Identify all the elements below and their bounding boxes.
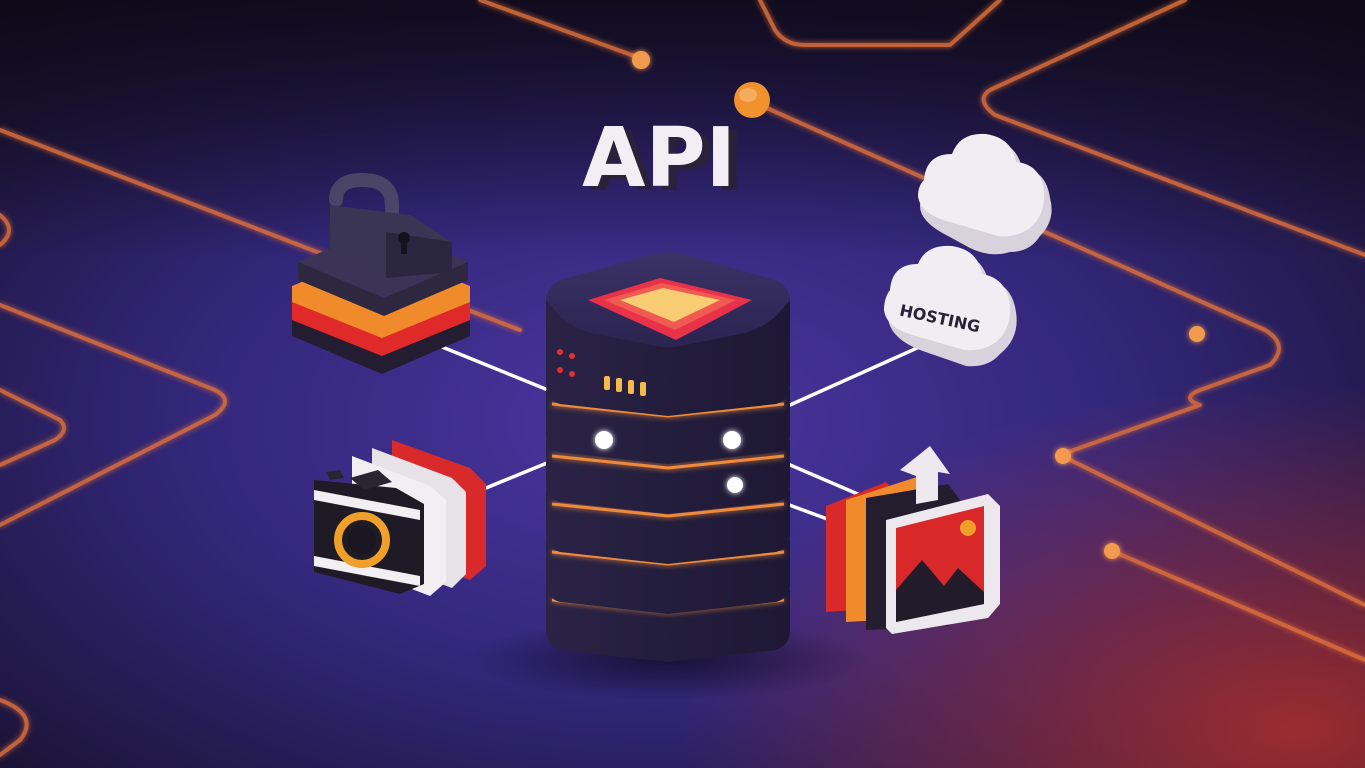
circuit-node (1055, 448, 1071, 464)
circuit-trace (981, 0, 1365, 257)
keyhole-slot (401, 240, 407, 254)
connector-line-lock (423, 338, 550, 392)
circuit-trace (0, 303, 227, 527)
connector-line-hosting (788, 338, 937, 407)
circuit-trace (0, 213, 11, 247)
circuit-trace (0, 388, 66, 467)
circuit-node (1189, 326, 1205, 342)
image-mountains (896, 560, 984, 622)
image-sun (960, 520, 976, 536)
padlock-shackle (329, 172, 399, 229)
circuit-node (1104, 543, 1120, 559)
connector-node (595, 431, 613, 449)
circuit-trace (0, 698, 29, 757)
connector-node (723, 431, 741, 449)
api-title-dot-highlight (739, 88, 757, 102)
camera-top (350, 470, 392, 490)
circuit-node (632, 51, 650, 69)
cloud-face (884, 245, 1011, 351)
cloud-icon (918, 133, 1052, 255)
circuit-trace (758, 103, 1281, 457)
api-title-group: API API (582, 82, 770, 210)
hosting-cloud-icon: HOSTING (884, 245, 1017, 367)
padlock-stack-icon (292, 172, 470, 374)
circuit-trace (1108, 548, 1365, 662)
image-upload-stack-icon (826, 446, 1000, 634)
upload-arrow-icon (900, 446, 950, 504)
circuit-trace (1058, 453, 1365, 607)
camera-lens-inner (348, 526, 376, 554)
camera-lens (334, 512, 390, 568)
camera-stripe (314, 556, 420, 586)
circuit-nodes (632, 51, 1205, 559)
camera-stripe (314, 490, 420, 520)
server-chip-core (620, 288, 720, 322)
api-title-shadow: API (590, 115, 744, 210)
server-top-block (546, 252, 790, 416)
server-tower-icon (546, 252, 790, 662)
api-title: API (582, 111, 736, 206)
camera-stack-icon (314, 440, 486, 596)
circuit-trace (758, 0, 1002, 47)
circuit-trace (478, 0, 642, 60)
cloud-face (918, 133, 1045, 237)
connector-node (727, 477, 743, 493)
camera-button (326, 470, 344, 480)
